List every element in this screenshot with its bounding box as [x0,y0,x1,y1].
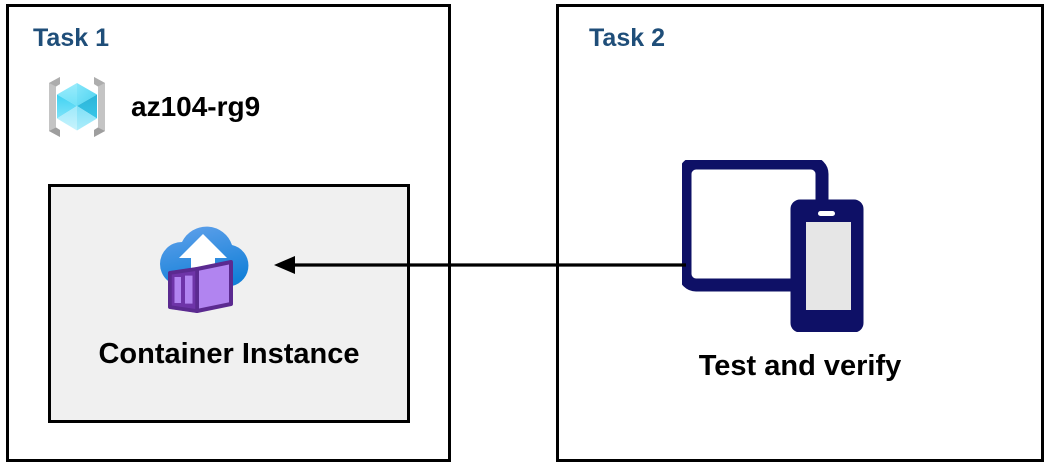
resource-box-container-instance: Container Instance [48,184,410,423]
resource-group-icon [49,77,105,137]
flow-arrow [274,256,686,274]
panel-title-task-1: Task 1 [33,24,109,52]
container-instance-icon [160,226,249,313]
devices-label: Test and verify [698,350,902,382]
resource-group-label: az104-rg9 [131,91,261,122]
resource-group-row: az104-rg9 [39,69,260,145]
devices-tablet-phone-icon [682,160,864,332]
panel-task-1: Task 1 [6,4,451,462]
panel-title-task-2: Task 2 [589,24,665,52]
container-instance-label: Container Instance [98,338,360,370]
